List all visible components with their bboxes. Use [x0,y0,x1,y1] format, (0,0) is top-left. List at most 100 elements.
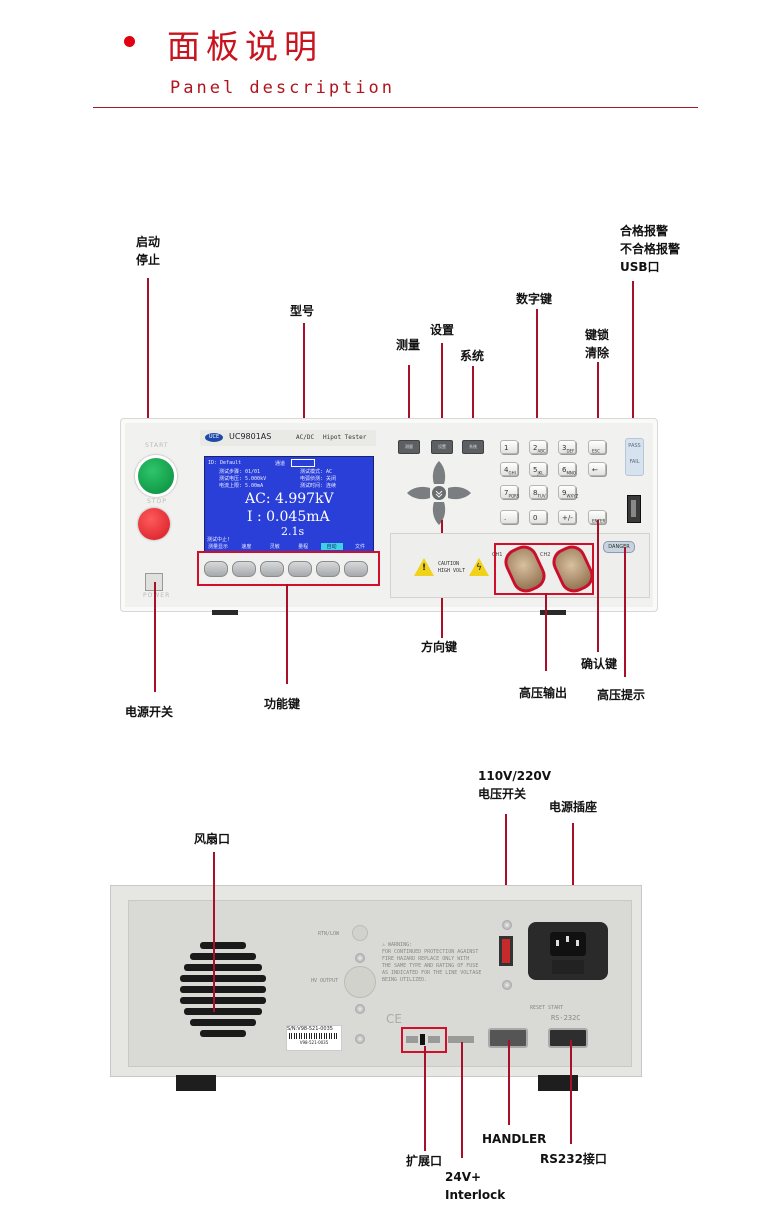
numpad-key-7[interactable]: 7PQRS [500,485,519,499]
page-title: 面板说明 [167,27,323,66]
screen-elapsed-time: 2.1s [281,525,305,538]
arrow-left-icon[interactable] [407,486,430,500]
label-24v: 24V+ [445,1170,482,1184]
function-key-5[interactable] [316,561,340,577]
caution-line: CAUTION [438,561,460,567]
screen-header-channel: 通道 [275,461,286,467]
function-key-3[interactable] [260,561,284,577]
rear-foot-right [538,1075,578,1091]
callout-line-system [472,366,474,440]
hv-output-highlight [494,543,594,595]
label-expansion: 扩展口 [406,1154,443,1168]
chevron-down-icon [435,490,443,498]
label-interlock: 24V+ Interlock [445,1168,505,1204]
fail-indicator: FAIL [629,459,640,465]
label-measure: 测量 [396,338,421,352]
callout-line-function [286,584,288,684]
numpad-key-0[interactable]: 0 [529,510,547,524]
system-key-label: 系统 [469,444,477,449]
label-stop: 停止 [136,253,161,267]
function-key-1[interactable] [204,561,228,577]
model-subtitle: Hipot Tester [323,434,367,441]
numpad-key-9[interactable]: 9WXYZ [558,485,578,499]
warning-line: FOR CONTINUED PROTECTION AGAINST [382,949,479,955]
rtn-low-label: RTN/LOW [318,931,340,937]
numpad-key-backspace[interactable]: ← [588,462,606,476]
expansion-port-slot[interactable] [428,1036,440,1043]
setup-key-label: 设置 [438,444,446,449]
callout-line-confirm [597,520,599,652]
stop-caption: STOP [147,498,167,505]
numpad-key-dot[interactable]: . [500,510,518,524]
screen-mode: 测试模式: AC [300,469,333,475]
numeric-keypad: 1 2ABC 3DEF ESC 4GHI 5JKL 6MNO ← 7PQRS 8… [500,440,620,530]
power-socket[interactable] [528,922,608,980]
arrow-right-icon[interactable] [448,486,471,500]
numpad-key-4[interactable]: 4GHI [500,462,518,476]
arrow-down-icon[interactable] [432,502,446,525]
label-handler: HANDLER [482,1132,547,1146]
usb-port[interactable] [627,495,641,523]
system-key[interactable]: 系统 [462,440,484,454]
hv-output-rear-terminal[interactable] [344,966,376,998]
callout-line-power [154,582,156,692]
start-button[interactable] [135,455,177,497]
arrow-up-icon[interactable] [432,461,446,484]
start-caption: START [145,442,169,449]
label-system: 系统 [460,349,485,363]
numpad-key-3[interactable]: 3DEF [558,440,576,454]
label-fail-alarm: 不合格报警 [620,242,681,256]
rs232-port[interactable] [548,1028,588,1048]
callout-line-clear [597,362,599,464]
high-volt-line: HIGH VOLT [438,568,466,574]
ch1-label: CH1 [492,552,503,558]
interlock-port[interactable] [448,1036,474,1043]
screw-icon [355,953,365,963]
front-foot-right [540,610,566,615]
label-power-socket: 电源插座 [549,800,598,814]
screen-test-voltage: 测试电压: 5.000kV [219,476,267,482]
callout-line-expansion [424,1046,426,1151]
barcode [289,1033,339,1039]
callout-line-interlock [461,1042,463,1158]
function-key-4[interactable] [288,561,312,577]
ce-mark: CE [386,1012,402,1026]
label-voltage-switch-cn: 电压开关 [478,787,527,801]
label-numeric-keys: 数字键 [516,292,553,306]
page-subtitle: Panel description [170,78,395,98]
numpad-key-esc[interactable]: ESC [588,440,606,454]
pass-indicator: PASS [628,443,641,449]
power-caption: POWER [143,592,171,599]
measure-key[interactable]: 测量 [398,440,420,454]
numpad-key-6[interactable]: 6MNO [558,462,576,476]
stop-button[interactable] [138,508,170,540]
label-voltage-switch: 110V/220V 电压开关 [478,767,551,803]
numpad-key-5[interactable]: 5JKL [529,462,547,476]
screen-softkey-labels: 测量显示 速度 灵敏 量程 自动 文件 [207,543,371,550]
numpad-key-1[interactable]: 1 [500,440,518,454]
screw-icon [355,1034,365,1044]
voltage-selector-switch[interactable] [499,936,513,966]
serial-number-label: S/N:V98-521-0035 V98-521-0035 [286,1025,342,1051]
setup-key[interactable]: 设置 [431,440,453,454]
numpad-key-2[interactable]: 2ABC [529,440,547,454]
label-fan: 风扇口 [194,832,231,846]
function-key-6[interactable] [344,561,368,577]
function-key-2[interactable] [232,561,256,577]
label-start-stop: 启动 停止 [136,233,160,269]
callout-line-hv-output [545,593,547,671]
numpad-key-plusminus[interactable]: +/- [558,510,576,524]
label-direction-keys: 方向键 [421,640,458,654]
screen-step: 测试步骤: 01/01 [219,469,261,475]
numpad-key-8[interactable]: 8TUV [529,485,547,499]
callout-line-handler [508,1040,510,1125]
expansion-port[interactable] [406,1036,418,1043]
serial-number-small: V98-521-0035 [299,1040,329,1045]
softkey-label: 测量显示 [207,544,228,550]
rear-foot-left [176,1075,216,1091]
rtn-low-terminal[interactable] [352,925,368,941]
expansion-port-latch [420,1034,425,1045]
center-enter-icon[interactable] [432,486,446,500]
label-lock-clear: 键锁 清除 [585,326,609,362]
screen-status: 测试中止! [207,537,231,543]
